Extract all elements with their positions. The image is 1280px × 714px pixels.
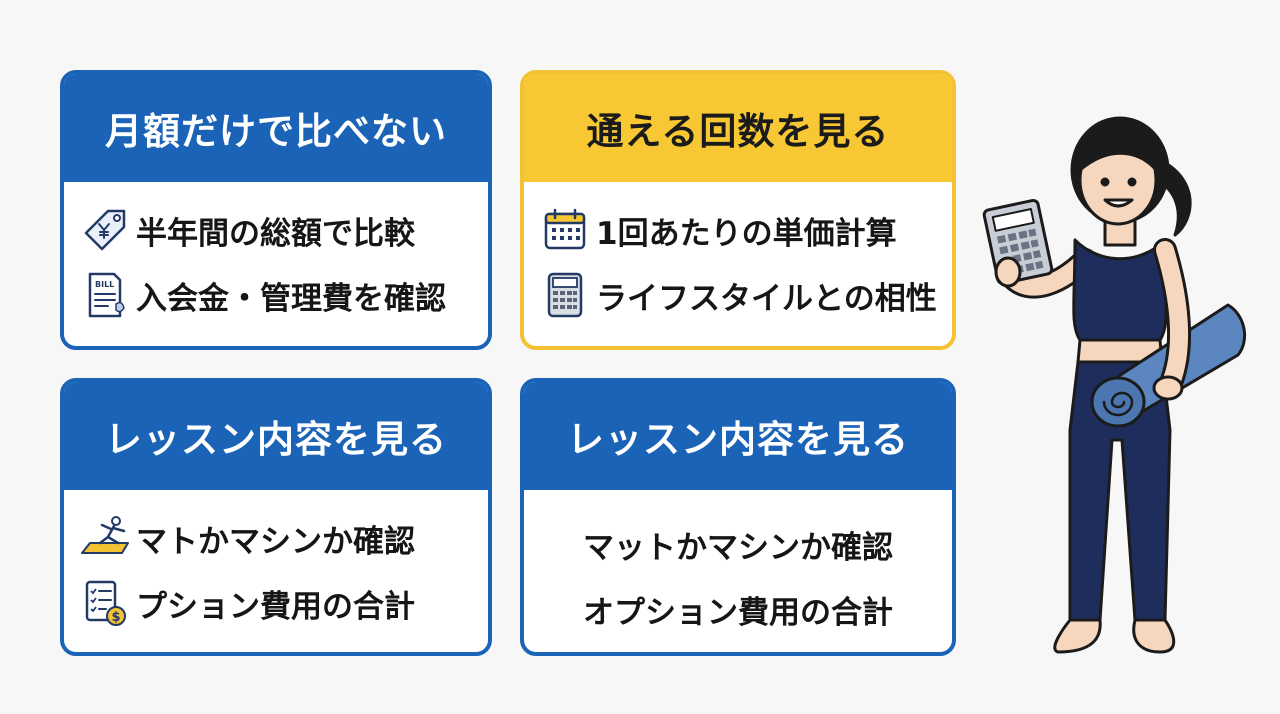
card-title: レッスン内容を見る xyxy=(64,382,488,490)
list-item: オプション費用の合計 xyxy=(524,583,952,635)
woman-with-calculator-and-yoga-mat-icon xyxy=(970,100,1250,670)
list-item-text: 入会金・管理費を確認 xyxy=(136,280,446,317)
list-item: 1回あたりの単価計算 xyxy=(540,204,952,256)
calendar-icon xyxy=(540,205,590,255)
yen-price-tag-icon xyxy=(80,205,130,255)
list-item: マットかマシンか確認 xyxy=(524,518,952,570)
svg-text:$: $ xyxy=(112,610,121,625)
checklist-dollar-icon: $ xyxy=(80,578,130,628)
list-item: ライフスタイルとの相性 xyxy=(540,269,952,321)
card-monthly-fee: 月額だけで比べない 半年間の総額で比較 BILL 入会金・管 xyxy=(60,70,492,350)
bill-receipt-icon: BILL xyxy=(80,270,130,320)
list-item-text: 半年間の総額で比較 xyxy=(136,215,415,252)
list-item-text: マトかマシンか確認 xyxy=(136,523,415,560)
card-lesson-content: レッスン内容を見る マトかマシンか確認 $ xyxy=(60,378,492,656)
card-visit-count: 通える回数を見る 1回あたりの単価計算 xyxy=(520,70,956,350)
list-item-text: オプション費用の合計 xyxy=(583,594,893,631)
calculator-icon xyxy=(540,270,590,320)
card-lesson-content-duplicate: レッスン内容を見る マットかマシンか確認 オプション費用の合計 xyxy=(520,378,956,656)
bill-label: BILL xyxy=(95,280,114,289)
list-item-text: プション費用の合計 xyxy=(136,588,415,625)
yoga-pose-icon xyxy=(80,513,130,563)
list-item-text: 1回あたりの単価計算 xyxy=(596,215,897,252)
card-title: 通える回数を見る xyxy=(524,74,952,182)
list-item: BILL 入会金・管理費を確認 xyxy=(80,269,488,321)
list-item: $ プション費用の合計 xyxy=(80,577,488,629)
list-item-text: マットかマシンか確認 xyxy=(583,529,893,566)
list-item-text: ライフスタイルとの相性 xyxy=(596,280,937,317)
list-item: マトかマシンか確認 xyxy=(80,512,488,564)
card-title: レッスン内容を見る xyxy=(524,382,952,490)
card-title: 月額だけで比べない xyxy=(64,74,488,182)
list-item: 半年間の総額で比較 xyxy=(80,204,488,256)
